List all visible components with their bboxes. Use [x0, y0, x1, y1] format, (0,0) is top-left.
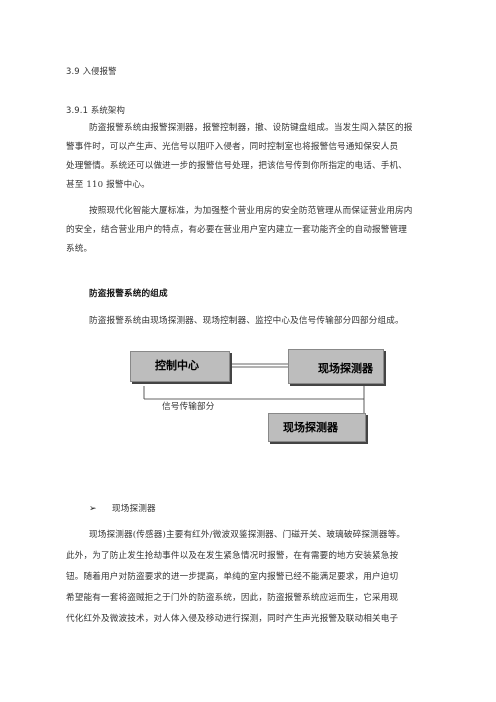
paragraph-line: 的安全，结合营业用户的特点，有必要在营业用户室内建立一套功能齐全的自动报警管理 [66, 225, 408, 235]
paragraph-line: 希望能有一套将盗贼拒之于门外的防盗系统，因此，防盗报警系统应运而生，它采用现 [66, 593, 399, 603]
composition-text: 防盗报警系统由现场探测器、现场控制器、监控中心及信号传输部分四部分组成。 [89, 316, 404, 326]
section-subheading: 3.9.1 系统架构 [66, 105, 125, 115]
field-detector-label: 现场探测器 [283, 421, 338, 434]
composition-title: 防盗报警系统的组成 [89, 289, 168, 299]
paragraph-line: 按照现代化智能大厦标准，为加强整个营业用房的安全防范管理从而保证营业用房内 [89, 206, 413, 216]
field-detector-box-bottom: 现场探测器 [268, 413, 366, 442]
field-detector-box-top: 现场探测器 [288, 349, 384, 384]
control-center-label: 控制中心 [155, 359, 199, 372]
section-heading: 3.9 入侵报警 [66, 66, 117, 76]
paragraph-line: 现场探测器(传感器)主要有红外/微波双鉴探测器、门磁开关、玻璃破碎探测器等。 [89, 530, 406, 540]
paragraph-line: 此外，为了防止发生抢劫事件以及在发生紧急情况时报警，在有需要的地方安装紧急按 [66, 551, 399, 561]
paragraph-line: 代化红外及微波技术，对人体入侵及移动进行探测，同时产生声光报警及联动相关电子 [66, 614, 399, 624]
paragraph-line: 甚至 110 报警中心。 [66, 180, 150, 190]
bullet-title: 现场探测器 [112, 504, 156, 514]
field-detector-label: 现场探测器 [318, 362, 373, 375]
paragraph-line: 处理警情。系统还可以做进一步的报警信号处理，把该信号传到你所指定的电话、手机、 [66, 161, 408, 171]
paragraph-line: 防盗报警系统由报警探测器，报警控制器，撤、设防键盘组成。当发生闯入禁区的报 [89, 123, 413, 133]
control-center-box: 控制中心 [130, 351, 230, 382]
paragraph-line: 警事件时，可以产生声、光信号以阻吓入侵者，同时控制室也将报警信号通知保安人员 [66, 142, 399, 152]
paragraph-line: 系统。 [66, 244, 93, 254]
paragraph-line: 钮。随着用户对防盗要求的进一步提高，单纯的室内报警已经不能满足要求，用户迫切 [66, 572, 399, 582]
signal-transmission-label: 信号传输部分 [162, 402, 215, 412]
arrow-bullet-icon: ➢ [89, 504, 97, 514]
